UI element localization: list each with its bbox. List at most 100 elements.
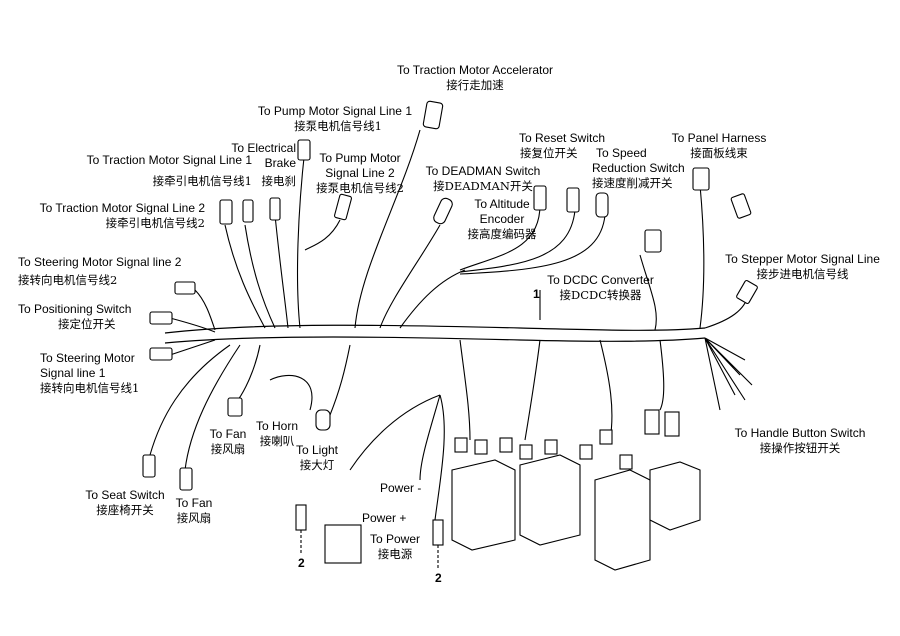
label-en: To Power: [369, 532, 421, 546]
wire-main-up: [399, 269, 466, 329]
main-harness-trunk: [164, 324, 706, 334]
wire-positioning: [169, 317, 216, 333]
label-cn: 接面板线束: [690, 146, 748, 160]
wire-ctrl2: [524, 339, 541, 441]
label-en: To Altitude: [474, 197, 530, 211]
label-en-2: Signal Line 2: [325, 166, 395, 180]
label-en: To Speed: [596, 146, 647, 160]
label-en: To Positioning Switch: [18, 302, 132, 316]
label-cn: 接步进电机信号线: [756, 267, 849, 281]
controller-modules: [451, 454, 701, 571]
wire-panel: [699, 184, 705, 329]
wire-deadman: [379, 224, 441, 329]
wire-dcdc: [639, 254, 657, 331]
callout-harness-number: 1: [533, 287, 540, 301]
wire-pump1: [354, 129, 421, 329]
label-cn: 接风扇: [210, 442, 246, 456]
label-traction-signal-1: To Traction Motor Signal Line 1 接牵引电机信号线1: [50, 153, 252, 189]
label-cn: 接座椅开关: [96, 503, 154, 517]
wire-fan1: [237, 344, 261, 401]
label-cn: 接DEADMAN开关: [433, 179, 533, 193]
label-cn: 接风扇: [176, 511, 212, 525]
label-en: To Traction Motor Signal Line 1: [86, 153, 252, 167]
fuse-right: [432, 519, 444, 546]
wire-brake2: [296, 147, 306, 329]
wire-ctrl4: [659, 339, 665, 411]
wire-light: [329, 344, 351, 416]
label-cn: 接DCDC转换器: [559, 288, 642, 302]
label-cn: 接转向电机信号线1: [40, 381, 140, 395]
label-en: To Pump Motor Signal Line 1: [257, 104, 412, 118]
label-cn: 接高度编码器: [467, 227, 537, 241]
wire-steer2: [194, 289, 216, 331]
label-en-2: Encoder: [479, 212, 525, 226]
label-en: To Traction Motor Signal Line 2: [39, 201, 205, 215]
label-en: To Panel Harness: [671, 131, 767, 145]
label-en-2: Reduction Switch: [592, 161, 685, 175]
label-en: To Reset Switch: [518, 131, 606, 145]
fuse-left: [295, 504, 307, 531]
label-en: To Steering Motor: [40, 351, 135, 365]
wire-steer1: [169, 339, 216, 356]
wire-brake: [274, 214, 289, 329]
label-cn: 接定位开关: [58, 317, 116, 331]
label-cn: 接牵引电机信号线2: [105, 216, 205, 230]
label-steering-signal-2: To Steering Motor Signal line 2 接转向电机信号线2: [18, 255, 181, 288]
wire-horn: [269, 374, 313, 411]
label-en: To Handle Button Switch: [734, 426, 866, 440]
wire-handle-fan: [704, 337, 753, 411]
label-en: To Electrical: [231, 141, 296, 155]
label-cn: 接电刹: [261, 174, 297, 188]
wire-reset-group: [459, 204, 541, 271]
label-cn: 接转向电机信号线2: [18, 273, 118, 287]
label-en: To Stepper Motor Signal Line: [725, 252, 880, 266]
label-en: To DCDC Converter: [547, 273, 654, 287]
wire-ctrl1: [459, 339, 471, 441]
label-cn: 接牵引电机信号线1: [152, 174, 252, 188]
label-en: To Steering Motor Signal line 2: [18, 255, 182, 269]
label-cn: 接操作按钮开关: [759, 441, 841, 455]
label-cn: 接大灯: [299, 458, 335, 472]
label-en: To Traction Motor Accelerator: [396, 63, 554, 77]
label-en: To Horn: [255, 419, 299, 433]
contactor: [324, 524, 362, 564]
wire-traction-sig2: [244, 224, 276, 329]
wire-seat: [149, 344, 231, 456]
main-harness-trunk-lower: [164, 336, 706, 344]
wire-reset-group2: [459, 209, 576, 273]
connectors: [142, 100, 758, 491]
wire-traction-sig1: [224, 224, 266, 329]
label-en-2: Brake: [264, 156, 296, 170]
label-en: To Fan: [209, 427, 247, 441]
label-cn: 接速度削减开关: [592, 176, 673, 190]
wire-reset-group3: [459, 214, 606, 275]
wire-power: [349, 394, 445, 521]
wire-pump2: [304, 219, 341, 251]
label-en: To Light: [295, 443, 339, 457]
label-power-plus: Power +: [362, 511, 407, 525]
callout-fuse-left: 2: [298, 556, 305, 570]
label-en: To Seat Switch: [85, 488, 165, 502]
label-power-minus: Power -: [380, 481, 422, 495]
wire-fan2: [184, 344, 241, 471]
label-en-2: Signal line 1: [40, 366, 106, 380]
